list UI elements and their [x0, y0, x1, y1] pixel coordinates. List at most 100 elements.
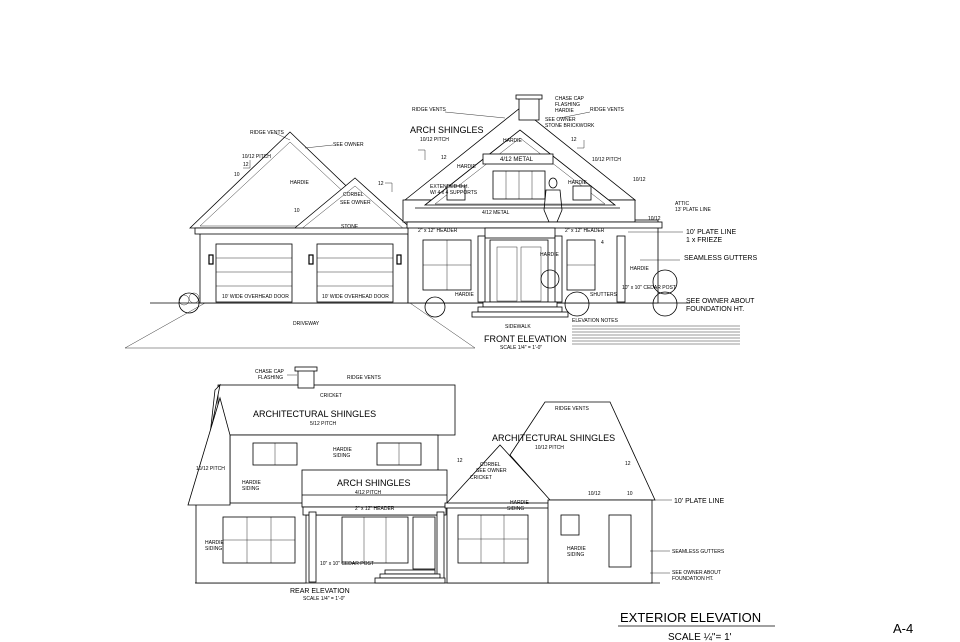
rear-far-right-roof [509, 401, 656, 501]
garage-light-icon [308, 254, 314, 265]
label-garage-door-1: 10' WIDE OVERHEAD DOOR [222, 294, 289, 300]
rear-side-door[interactable] [608, 514, 632, 568]
label-hardie: HARDIE [290, 180, 310, 186]
label-arch-shingles: ARCHITECTURAL SHINGLES [253, 409, 376, 419]
rear-door[interactable] [412, 516, 436, 570]
label-attic: ATTIC [675, 201, 689, 207]
label-siding: SIDING [567, 552, 584, 558]
pitch-mark [243, 160, 251, 169]
label-siding: SIDING [507, 506, 524, 512]
porch-column [477, 235, 486, 303]
label-see-owner: SEE OWNER [333, 142, 364, 148]
label-elevation-notes: ELEVATION NOTES [572, 318, 619, 324]
label-see-owner-foundation: SEE OWNER ABOUT [672, 570, 721, 576]
label-frieze: 1 x FRIEZE [686, 237, 723, 244]
label-ridge-vents: RIDGE VENTS [250, 130, 285, 136]
label-see-owner-corbel: SEE OWNER [340, 200, 371, 206]
label-4: 4 [601, 240, 604, 246]
label-pitch: 10/12 PITCH [196, 466, 225, 472]
label-hardie: HARDIE [333, 447, 353, 453]
label-plate10: 10' PLATE LINE [686, 229, 737, 236]
chimney [297, 369, 315, 389]
shrub-icon [564, 291, 590, 317]
dormer-side-window [572, 185, 592, 201]
label-gutters: SEAMLESS GUTTERS [684, 255, 757, 262]
label-hardie: HARDIE [630, 266, 650, 272]
shrub-icon [178, 292, 200, 314]
person-figure-icon [548, 177, 558, 189]
label-cricket: CRICKET [470, 475, 492, 481]
rear-step [379, 573, 441, 579]
rear-right-fascia [444, 502, 556, 509]
label-see-owner-foundation: SEE OWNER ABOUT [686, 298, 755, 305]
label-siding: SIDING [205, 546, 222, 552]
label-garage-door-2: 10' WIDE OVERHEAD DOOR [322, 294, 389, 300]
shrub-icon [424, 296, 446, 318]
chimney [518, 97, 540, 121]
front-elevation-scale: SCALE 1/4" = 1'-0" [500, 345, 542, 351]
label-stone-brickwork: STONE BRICKWORK [545, 123, 595, 129]
label-10-12: 10/12 [648, 216, 661, 222]
pitch-mark [418, 149, 426, 160]
front-elevation: RIDGE VENTS SEE OWNER 10/12 PITCH 10 12 … [124, 94, 757, 351]
label-see-owner: SEE OWNER [476, 468, 507, 474]
porch-column [616, 235, 626, 303]
rear-step [374, 577, 446, 584]
label-12: 12 [243, 162, 249, 168]
label-cricket: CRICKET [320, 393, 342, 399]
dormer-gable-inner [434, 137, 606, 205]
label-foundation-ht: FOUNDATION HT. [672, 576, 714, 582]
title-block: EXTERIOR ELEVATION SCALE ¼"= 1' A-4 [618, 610, 913, 642]
dormer-transom [482, 153, 554, 165]
label-hardie: HARDIE [242, 480, 262, 486]
label-corbel: CORBEL [343, 192, 364, 198]
front-step [471, 311, 569, 318]
label-arch-pitch: 5/12 PITCH [310, 421, 337, 427]
label-arch-small-pitch: 4/12 PITCH [355, 490, 382, 496]
rear-left-roof [187, 396, 231, 506]
rear-small-window[interactable] [560, 514, 580, 536]
shrub-icon [652, 291, 678, 317]
sheet-scale: SCALE ¼"= 1' [668, 631, 732, 642]
driveway-edge-right [409, 302, 476, 349]
label-arch-small: ARCH SHINGLES [337, 478, 411, 488]
garage-door-1[interactable] [215, 243, 293, 303]
shrub-icon [652, 269, 678, 295]
rear-elevation-scale: SCALE 1/4" = 1'-0" [303, 596, 345, 602]
label-sidewalk: SIDEWALK [505, 324, 531, 330]
label-10-12: 10/12 [633, 177, 646, 183]
rear-door-window[interactable] [341, 516, 409, 564]
chase-cap [294, 366, 318, 372]
label-hardie: HARDIE [540, 252, 560, 258]
label-10: 10 [234, 172, 240, 178]
label-arch-shingles-right: ARCHITECTURAL SHINGLES [492, 433, 615, 443]
label-chase-cap: CHASE CAP [255, 369, 285, 375]
label-foundation-ht: FOUNDATION HT. [686, 306, 744, 313]
label-plate10: 10' PLATE LINE [674, 498, 725, 505]
elevation-notes-block [572, 325, 740, 345]
rear-step [384, 569, 436, 575]
label-supports: W/ 4 x 4 SUPPORTS [430, 190, 478, 196]
front-step [482, 301, 558, 308]
label-header: 2" x 12" HEADER [565, 228, 605, 234]
label-stone: STONE [341, 224, 359, 230]
label-hardie: HARDIE [457, 164, 477, 170]
garage-gable-left-inner [199, 141, 381, 227]
label-flashing: FLASHING [258, 375, 283, 381]
label-hardie: HARDIE [503, 138, 523, 144]
label-shutters: SHUTTERS [590, 292, 618, 298]
label-arch-pitch: 10/12 PITCH [420, 137, 449, 143]
rear-elevation: CHASE CAP FLASHING RIDGE VENTS CRICKET A… [187, 366, 725, 602]
front-door[interactable] [489, 239, 549, 303]
label-12: 12 [457, 458, 463, 464]
label-hardie: HARDIE [567, 546, 587, 552]
porch-column [308, 511, 317, 583]
garage-door-2[interactable] [316, 243, 394, 303]
label-gutters: SEAMLESS GUTTERS [672, 549, 725, 555]
label-12: 12 [625, 461, 631, 467]
label-hardie: HARDIE [510, 500, 530, 506]
label-siding: SIDING [242, 486, 259, 492]
label-ridge-vents: RIDGE VENTS [412, 107, 447, 113]
label-corbel: CORBEL [480, 462, 501, 468]
